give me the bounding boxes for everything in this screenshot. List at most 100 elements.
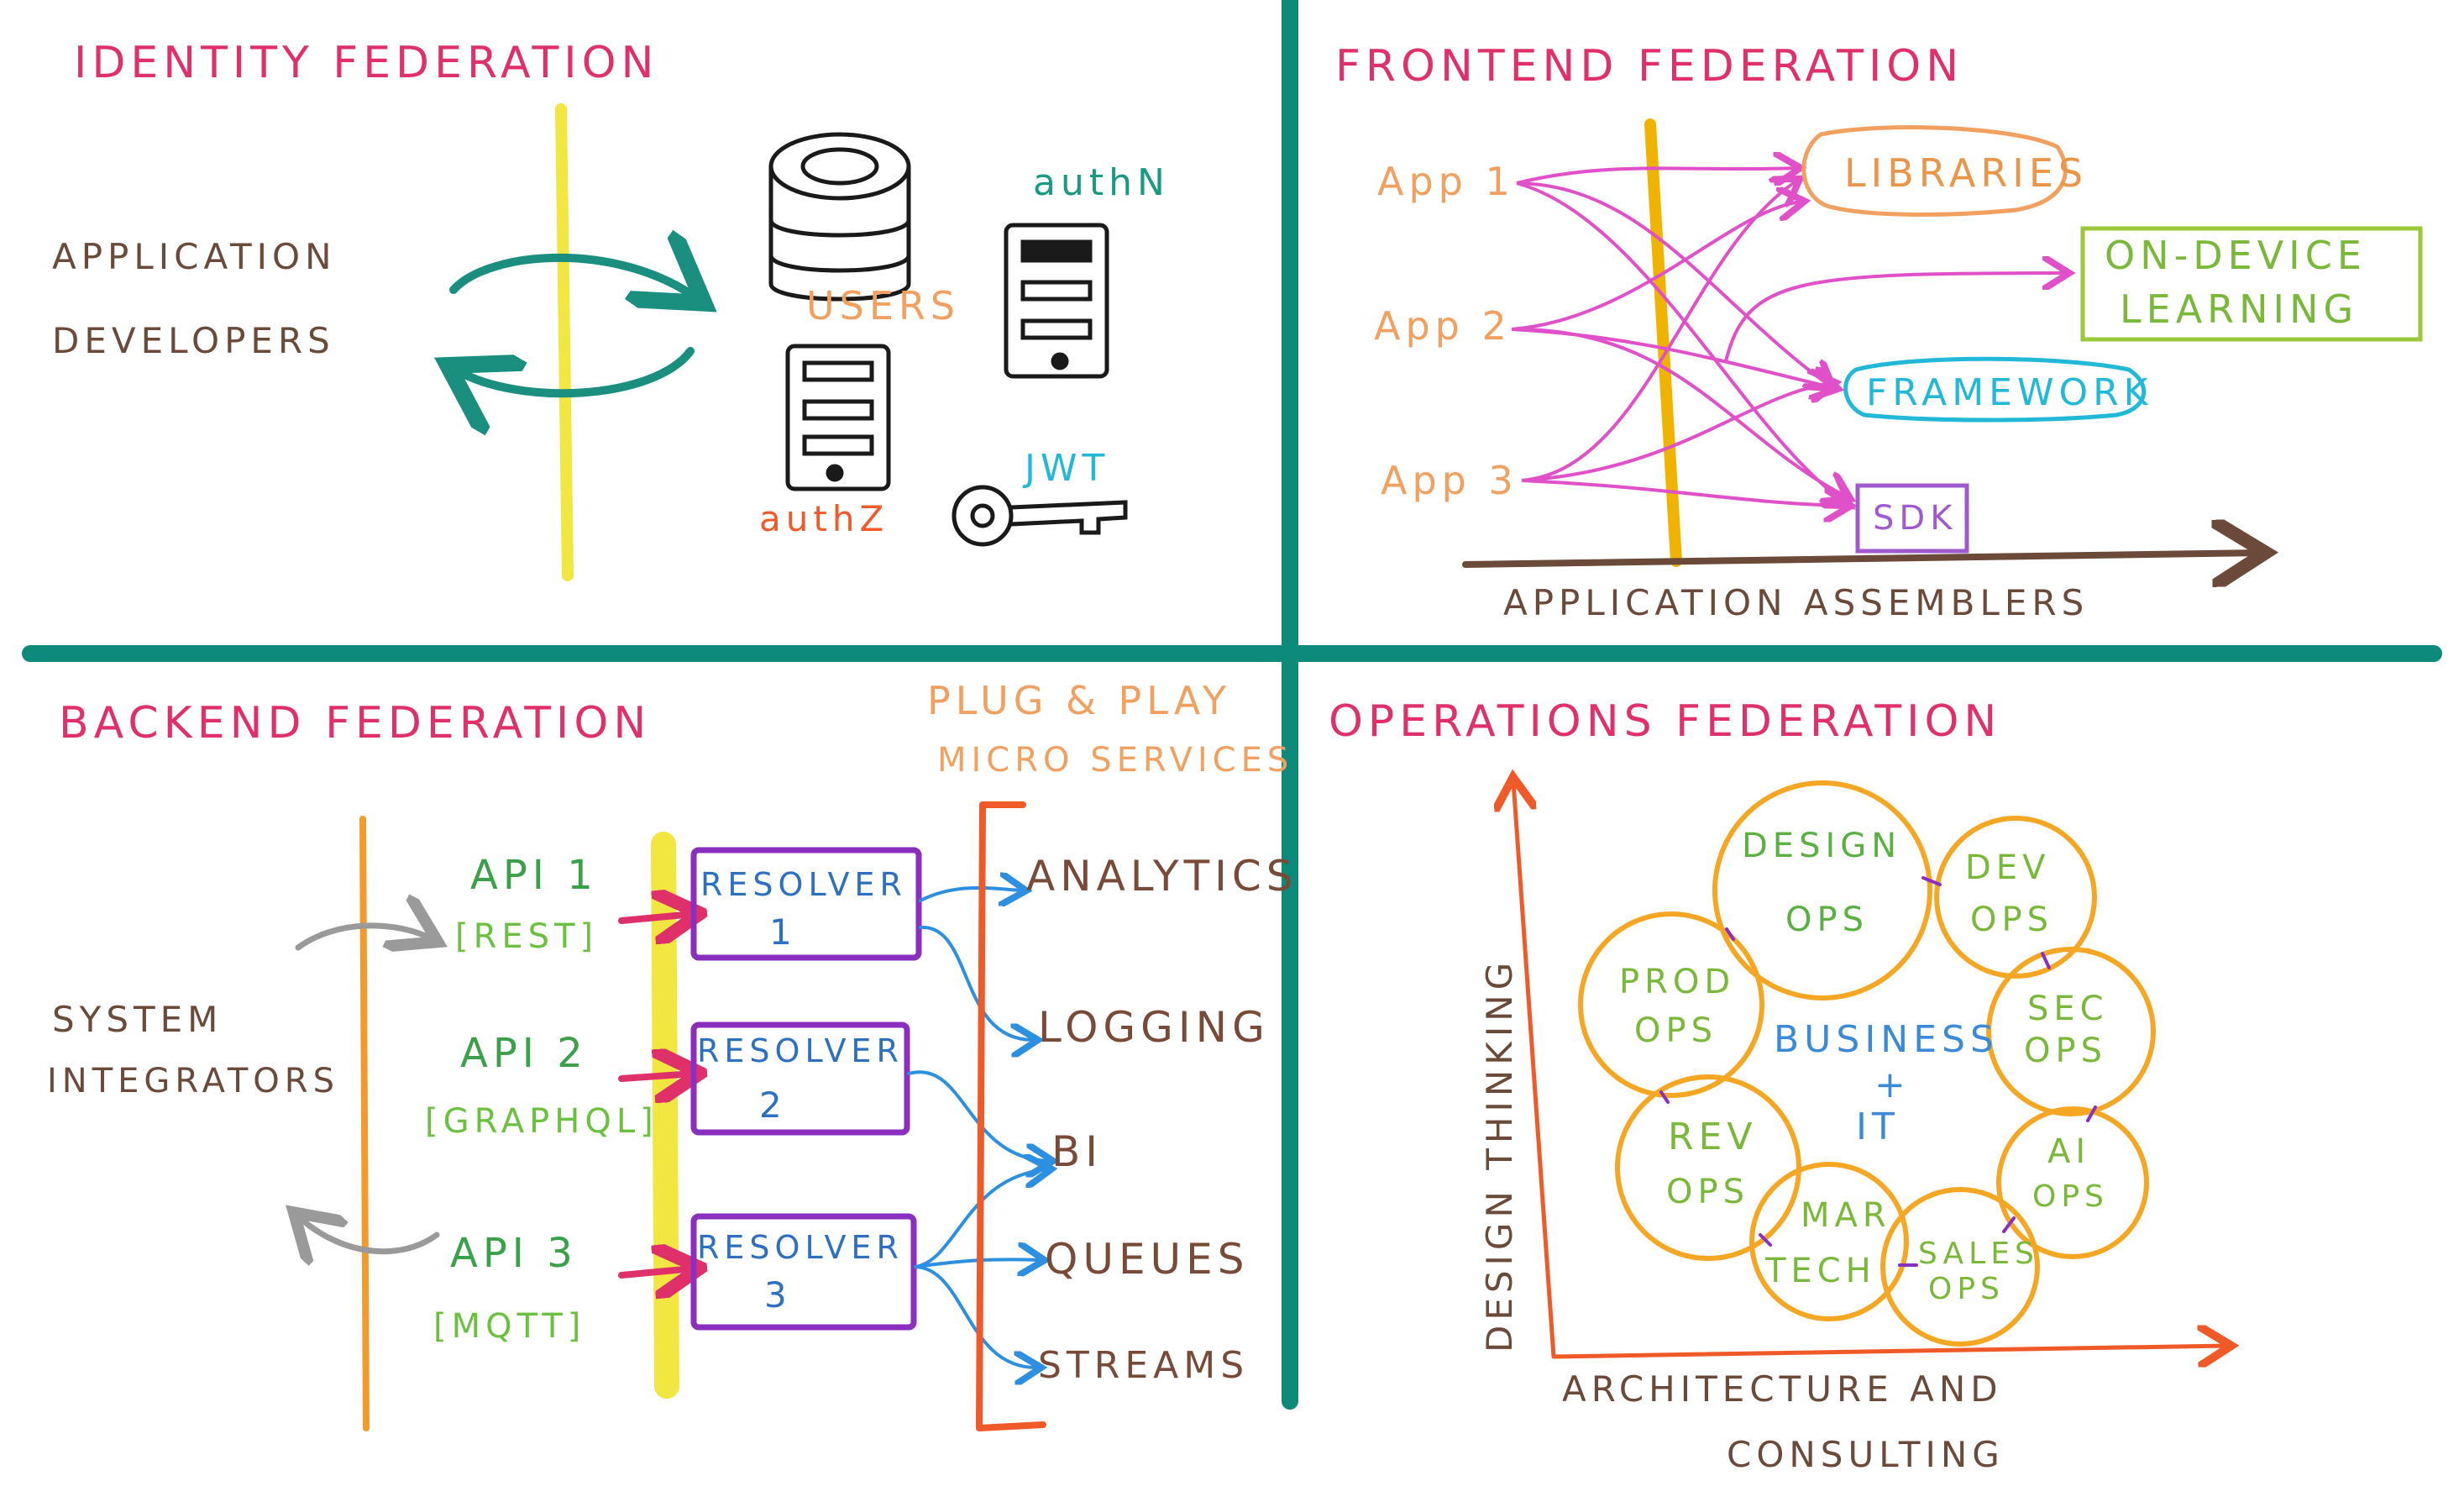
frontend-app-3: App 3 — [1381, 458, 1518, 503]
on-device-line1: ON-DEVICE — [2105, 233, 2367, 278]
identity-audience-line1: APPLICATION — [52, 236, 337, 277]
sec-ops-line1: SEC — [2027, 990, 2109, 1028]
system-integrators-line2: INTEGRATORS — [47, 1062, 339, 1100]
backend-quadrant: BACKEND FEDERATION PLUG & PLAY MICRO SER… — [47, 678, 1298, 1431]
mar-tech-line1: MAR — [1801, 1196, 1891, 1235]
rev-ops-circle — [1615, 1074, 1801, 1261]
sec-ops-circle — [1986, 947, 2156, 1116]
integrators-boundary — [359, 816, 370, 1431]
identity-quadrant: IDENTITY FEDERATION APPLICATION DEVELOPE… — [52, 38, 1170, 581]
prod-ops-line2: OPS — [1634, 1011, 1717, 1050]
resolver-3-label: RESOLVER — [697, 1229, 904, 1266]
resolver-3-box — [690, 1213, 917, 1331]
business-it-line1: BUSINESS — [1774, 1018, 1999, 1061]
identity-audience-line2: DEVELOPERS — [52, 320, 335, 361]
sales-ops-line1: SALES — [1918, 1237, 2039, 1271]
api-to-resolver-arrows — [618, 914, 694, 1275]
authn-server-icon — [1004, 223, 1109, 379]
libraries-cloud — [1801, 125, 2068, 217]
operations-quadrant: OPERATIONS FEDERATION DESIGN THINKING AR… — [1329, 696, 2227, 1475]
resolver-1-label: RESOLVER — [700, 866, 907, 903]
users-database-icon — [768, 132, 911, 302]
identity-cycle-arrow-bottom — [455, 347, 695, 393]
frontend-app-2: App 2 — [1374, 303, 1512, 349]
frontend-quadrant: FRONTEND FEDERATION App 1 App 2 App 3 LI… — [1335, 41, 2423, 623]
design-thinking-axis — [1513, 781, 1556, 1359]
plug-play-line2: MICRO SERVICES — [937, 741, 1293, 780]
dev-ops-line2: OPS — [1970, 901, 2053, 939]
ai-ops-line2: OPS — [2032, 1179, 2109, 1214]
system-integrators-line1: SYSTEM — [52, 999, 223, 1040]
architecture-label-line1: ARCHITECTURE AND — [1562, 1368, 2003, 1410]
service-analytics: ANALYTICS — [1026, 852, 1298, 901]
dev-ops-circle — [1934, 816, 2097, 979]
resolver-2-box — [690, 1021, 910, 1136]
integrator-inbound-arrow — [295, 926, 433, 948]
sales-ops-line2: OPS — [1928, 1272, 2005, 1306]
service-bi: BI — [1051, 1127, 1103, 1176]
frontend-app-1: App 1 — [1377, 159, 1515, 204]
sdk-label: SDK — [1873, 499, 1957, 538]
jwt-label: JWT — [1022, 447, 1109, 490]
frontend-app-connectors — [1511, 168, 2066, 506]
plug-play-line1: PLUG & PLAY — [927, 678, 1231, 723]
prod-ops-line1: PROD — [1619, 963, 1735, 1001]
service-logging: LOGGING — [1038, 1003, 1270, 1052]
sec-ops-line2: OPS — [2024, 1032, 2107, 1070]
resolver-3-number: 3 — [764, 1274, 792, 1316]
authn-label: authN — [1033, 161, 1170, 204]
on-device-learning-box — [2080, 226, 2423, 342]
gateway-boundary — [651, 832, 679, 1399]
identity-boundary — [555, 103, 574, 581]
api-1-name: API 1 — [470, 852, 598, 899]
resolver-to-service-arrows — [907, 888, 1050, 1368]
frontend-title: FRONTEND FEDERATION — [1335, 41, 1963, 92]
authz-server-icon — [785, 344, 891, 491]
resolver-2: RESOLVER 2 — [690, 1021, 910, 1136]
prod-ops-circle — [1578, 911, 1764, 1098]
resolver-3: RESOLVER 3 — [690, 1213, 917, 1331]
service-queues: QUEUES — [1045, 1235, 1249, 1284]
resolver-2-number: 2 — [759, 1084, 787, 1126]
design-ops-line2: OPS — [1785, 901, 1869, 939]
architecture-label-line2: CONSULTING — [1727, 1434, 2005, 1475]
services-bracket — [976, 801, 1046, 1431]
assemblers-axis-label: APPLICATION ASSEMBLERS — [1503, 582, 2089, 623]
mar-tech-circle — [1749, 1162, 1909, 1321]
rev-ops-line2: OPS — [1666, 1173, 1749, 1211]
libraries-label: LIBRARIES — [1844, 150, 2088, 196]
resolver-1-number: 1 — [769, 911, 797, 953]
framework-label: FRAMEWORK — [1866, 371, 2153, 414]
ai-ops-line1: AI — [2047, 1132, 2090, 1171]
service-streams: STREAMS — [1038, 1344, 1249, 1387]
resolver-1: RESOLVER 1 — [690, 847, 922, 961]
api-2-name: API 2 — [460, 1030, 588, 1077]
api-3-name: API 3 — [450, 1230, 578, 1277]
api-3-protocol: [MQTT] — [433, 1307, 585, 1346]
resolver-2-label: RESOLVER — [697, 1032, 904, 1069]
mar-tech-line2: TECH — [1764, 1252, 1876, 1290]
ops-circles — [1578, 780, 2156, 1347]
design-ops-line1: DESIGN — [1742, 827, 1901, 865]
jwt-key-icon — [952, 485, 1128, 547]
ai-ops-circle — [1996, 1106, 2149, 1259]
rev-ops-line1: REV — [1668, 1116, 1757, 1158]
design-thinking-label: DESIGN THINKING — [1479, 958, 1520, 1352]
architecture-axis — [1551, 1346, 2227, 1357]
resolver-1-box — [690, 847, 922, 961]
sdk-box — [1855, 483, 1969, 554]
api-2-protocol: [GRAPHQL] — [425, 1102, 658, 1141]
design-ops-circle — [1712, 780, 1932, 1000]
business-it-line3: IT — [1856, 1105, 1900, 1148]
dev-ops-line1: DEV — [1965, 848, 2050, 887]
sales-ops-circle — [1880, 1187, 2040, 1347]
framework-cloud — [1843, 356, 2147, 423]
business-it-line2: + — [1874, 1063, 1911, 1106]
assemblers-axis-arrow — [1462, 553, 2259, 565]
users-label: USERS — [806, 283, 960, 328]
ops-circle-joints — [1659, 876, 2097, 1267]
frontend-boundary — [1644, 118, 1682, 567]
on-device-line2: LEARNING — [2120, 286, 2358, 332]
identity-cycle-arrow-top — [449, 258, 697, 298]
